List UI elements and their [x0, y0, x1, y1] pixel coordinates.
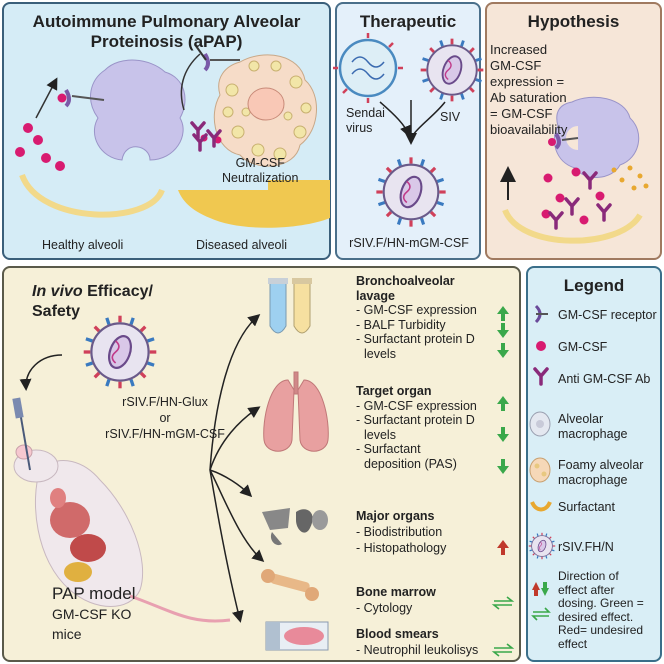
- in-vivo-title: In vivo Efficacy/ Safety: [32, 283, 153, 320]
- lungs-icon: [263, 371, 329, 452]
- vector-virus-icon: [82, 314, 158, 390]
- bone-icon: [261, 569, 319, 601]
- organs-icon: [262, 508, 328, 546]
- mouse-icon: [13, 444, 231, 623]
- blood-smears-section: Blood smears - Neutrophil leukolisys: [356, 627, 479, 657]
- legend-direction: Direction of effect after dosing. Green …: [558, 569, 644, 651]
- legend-title: Legend: [563, 276, 625, 295]
- product-label: rSIV.F/HN-mGM-CSF: [349, 236, 469, 250]
- legend-gmcsf: GM-CSF: [558, 340, 608, 354]
- blood-slide-icon: [265, 621, 329, 651]
- balf-section: Bronchoalveolar lavage - GM-CSF expressi…: [356, 274, 477, 361]
- healthy-alveoli-label: Healthy alveoli: [42, 238, 124, 252]
- tubes-icon: [268, 278, 312, 334]
- siv-label: SIV: [440, 110, 461, 124]
- major-organs-section: Major organs - Biodistribution - Histopa…: [356, 509, 447, 555]
- vector-label: rSIV.F/HN-Glux or rSIV.F/HN-mGM-CSF: [105, 395, 225, 441]
- product-virus-icon: [374, 155, 448, 229]
- hypothesis-text: Increased GM-CSF expression = Ab saturat…: [490, 42, 568, 137]
- siv-icon: [419, 37, 485, 103]
- legend-virus: rSIV.FH/N: [558, 540, 614, 554]
- legend-antibody: Anti GM-CSF Ab: [558, 372, 651, 386]
- hypothesis-macrophage-icon: [553, 96, 640, 178]
- sendai-virus-icon: [338, 38, 398, 98]
- model-label: PAP model GM-CSF KO mice: [52, 584, 136, 642]
- legend-surfactant: Surfactant: [558, 500, 615, 514]
- bone-marrow-section: Bone marrow - Cytology: [356, 585, 436, 615]
- target-organ-section: Target organ - GM-CSF expression - Surfa…: [356, 384, 477, 471]
- healthy-macrophage-icon: [90, 59, 186, 161]
- hypothesis-title: Hypothesis: [527, 12, 620, 31]
- diseased-alveoli-label: Diseased alveoli: [196, 238, 288, 252]
- therapeutic-title: Therapeutic: [359, 12, 457, 31]
- legend-receptor: GM-CSF receptor: [558, 308, 657, 322]
